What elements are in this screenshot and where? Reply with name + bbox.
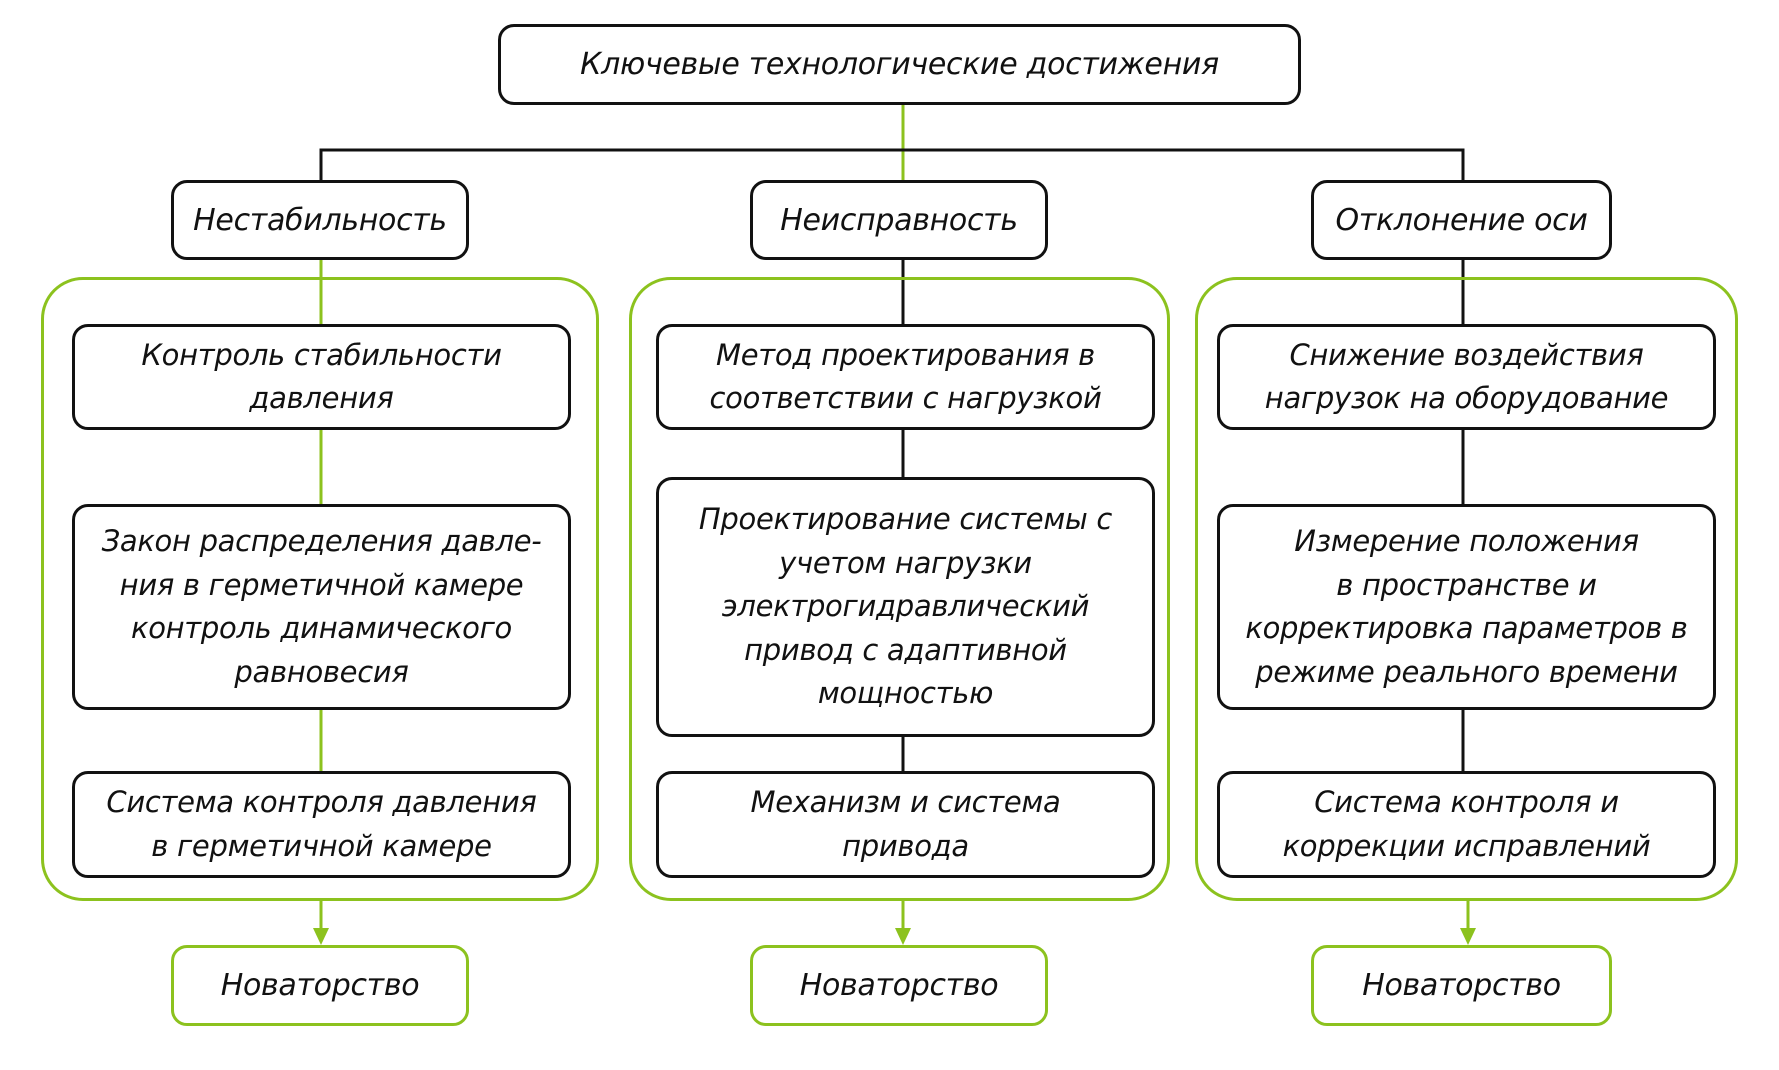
outcome-label: Новаторство xyxy=(799,968,999,1003)
outcome-node-1: Новаторство xyxy=(171,945,469,1026)
item-label: Система контроля и коррекции исправлений xyxy=(1282,785,1651,863)
outcome-node-2: Новаторство xyxy=(750,945,1048,1026)
item-node: Система контроля и коррекции исправлений xyxy=(1217,771,1716,878)
column-group-2 xyxy=(629,277,1170,901)
item-label: Система контроля давления в герметичной … xyxy=(106,785,537,863)
category-node-1: Нестабильность xyxy=(171,180,469,260)
category-node-2: Неисправность xyxy=(750,180,1048,260)
connector-bus xyxy=(319,148,1465,180)
outcome-label: Новаторство xyxy=(220,968,420,1003)
root-node-label: Ключевые технологические достижения xyxy=(580,47,1219,82)
item-node: Измерение положения в пространстве и кор… xyxy=(1217,504,1716,710)
outcome-node-3: Новаторство xyxy=(1311,945,1612,1026)
item-label: Механизм и система привода xyxy=(750,785,1061,863)
item-node: Проектирование системы с учетом нагрузки… xyxy=(656,477,1155,737)
item-node: Система контроля давления в герметичной … xyxy=(72,771,571,878)
item-label: Контроль стабильности давления xyxy=(141,337,502,416)
category-label: Нестабильность xyxy=(193,202,447,238)
item-node: Контроль стабильности давления xyxy=(72,324,571,430)
arrow-col2 xyxy=(895,900,911,945)
item-label: Метод проектирования в соответствии с на… xyxy=(709,337,1102,416)
item-label: Измерение положения в пространстве и кор… xyxy=(1245,524,1688,689)
category-label: Отклонение оси xyxy=(1335,202,1588,238)
arrow-col1 xyxy=(313,900,329,945)
outcome-label: Новаторство xyxy=(1362,968,1561,1003)
item-node: Закон распределения давле- ния в гермети… xyxy=(72,504,571,710)
item-label: Снижение воздействия нагрузок на оборудо… xyxy=(1264,337,1669,416)
item-label: Закон распределения давле- ния в гермети… xyxy=(101,524,542,689)
item-node: Механизм и система привода xyxy=(656,771,1155,878)
column-group-3 xyxy=(1195,277,1738,901)
column-group-1 xyxy=(41,277,599,901)
item-node: Метод проектирования в соответствии с на… xyxy=(656,324,1155,430)
arrow-col3 xyxy=(1460,900,1476,945)
category-node-3: Отклонение оси xyxy=(1311,180,1612,260)
item-label: Проектирование системы с учетом нагрузки… xyxy=(698,502,1113,711)
item-node: Снижение воздействия нагрузок на оборудо… xyxy=(1217,324,1716,430)
category-label: Неисправность xyxy=(780,202,1018,238)
root-node: Ключевые технологические достижения xyxy=(498,24,1301,105)
